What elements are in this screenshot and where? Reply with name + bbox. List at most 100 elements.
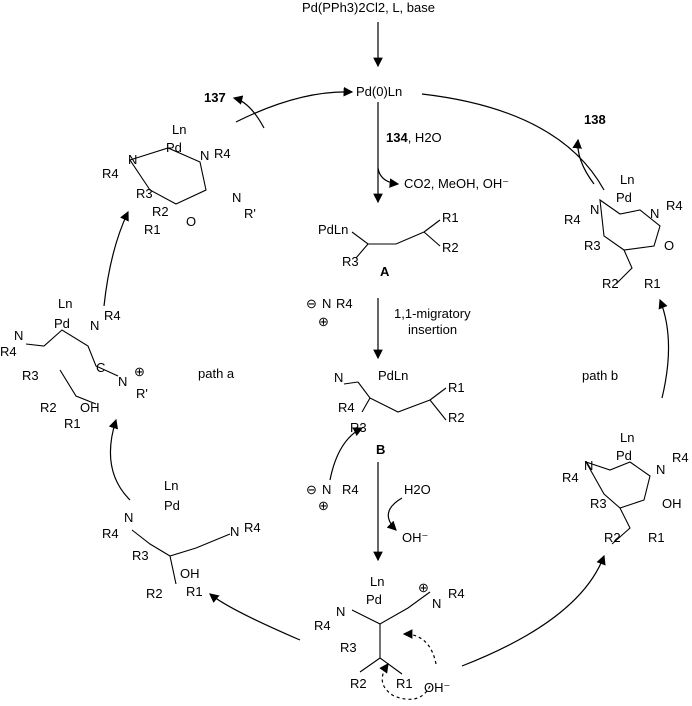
bottom-N2: N <box>432 596 442 611</box>
rl-R2: R2 <box>604 530 621 545</box>
rl-N2: N <box>656 462 666 477</box>
isocyanide-R4: R4 <box>336 296 353 311</box>
product-137: 137 <box>204 90 226 105</box>
B-N: N <box>334 370 344 385</box>
isocyanide-minus: ⊖ <box>306 296 317 311</box>
B-r4: R4 <box>338 400 355 415</box>
lt-N3: N <box>118 374 128 389</box>
compound-134: 134 <box>386 130 408 145</box>
lb-R1: R1 <box>186 584 203 599</box>
arrow-isocyanide-attack <box>329 427 364 481</box>
arrow-138-release <box>572 138 595 185</box>
rt-Ln: Ln <box>620 172 635 187</box>
rt-R2: R2 <box>602 276 619 291</box>
bottom-R4b: R4 <box>448 586 465 601</box>
rl-Ln: Ln <box>620 430 635 445</box>
A-r2: R2 <box>442 240 459 255</box>
B-r2: R2 <box>448 410 465 425</box>
lt-C: C <box>96 360 106 375</box>
A-r3: R3 <box>342 254 359 269</box>
A-pdln: PdLn <box>318 222 349 237</box>
arrow-water-to-oh <box>386 497 403 531</box>
lb-N: N <box>124 510 134 525</box>
arrow-co2-release <box>377 167 400 188</box>
arrow-bottom-to-right <box>461 554 606 667</box>
tl-R3: R3 <box>136 186 153 201</box>
arrow-furan-to-pd0 <box>235 86 354 123</box>
rt-Pd: Pd <box>616 190 632 205</box>
rl-Pd: Pd <box>616 448 632 463</box>
rt-R3: R3 <box>584 238 601 253</box>
tl-Ln: Ln <box>172 122 187 137</box>
B-pdln: PdLn <box>378 368 409 383</box>
lt-plus: ⊕ <box>134 364 145 379</box>
bottom-R3: R3 <box>340 640 357 655</box>
isocyanide-plus: ⊕ <box>318 314 329 329</box>
dashed-oh-attack <box>379 663 431 700</box>
rt-N2: N <box>650 206 660 221</box>
tl-N3: N <box>232 190 242 205</box>
bottom-Ln: Ln <box>370 574 385 589</box>
tl-R4: R4 <box>102 166 119 181</box>
hydroxide-label: OH⁻ <box>402 530 429 545</box>
path-a-label: path a <box>198 366 235 381</box>
lt-R3: R3 <box>22 368 39 383</box>
lt-Pd: Pd <box>54 316 70 331</box>
dashed-oh-attack-2 <box>402 629 437 665</box>
rt-N: N <box>590 202 600 217</box>
path-b-label: path b <box>582 368 619 383</box>
rt-R1: R1 <box>644 276 661 291</box>
arrow-137-release <box>232 95 265 129</box>
catalyst-reagents: Pd(PPh3)2Cl2, L, base <box>302 0 435 15</box>
tl-Rp: R' <box>244 206 256 221</box>
rl-N: N <box>584 458 594 473</box>
isocyanide2-R4: R4 <box>342 482 359 497</box>
rl-R1: R1 <box>648 530 665 545</box>
bottom-R2: R2 <box>350 676 367 691</box>
lb-Pd: Pd <box>164 498 180 513</box>
water-label: H2O <box>404 482 431 497</box>
lt-R4: R4 <box>104 308 121 323</box>
lb-R3: R3 <box>132 548 149 563</box>
arrow-bottom-to-left <box>209 593 301 641</box>
lt-R1: R1 <box>64 416 81 431</box>
rt-O: O <box>664 238 675 253</box>
rl-R3: R3 <box>590 496 607 511</box>
tl-R1: R1 <box>144 222 161 237</box>
insertion-line2: insertion <box>408 322 458 337</box>
water-reagent: , H2O <box>407 130 442 145</box>
lb-R2: R2 <box>146 586 163 601</box>
bottom-Pd: Pd <box>366 592 382 607</box>
A-r1: R1 <box>442 210 459 225</box>
isocyanide2-N: N <box>322 482 332 497</box>
isocyanide-N: N <box>322 296 332 311</box>
lb-OH: OH <box>180 566 200 581</box>
isocyanide2-minus: ⊖ <box>306 482 317 497</box>
bottom-OH: OH⁻ <box>424 680 451 695</box>
byproducts-label: CO2, MeOH, OH⁻ <box>404 176 510 191</box>
lt-Rp: R' <box>136 386 148 401</box>
arrow-path-b-down <box>658 298 670 399</box>
arrow-path-a-up <box>103 210 129 307</box>
tl-R2: R2 <box>152 204 169 219</box>
bottom-R1: R1 <box>396 676 413 691</box>
tl-N2: N <box>200 148 210 163</box>
tl-N: N <box>128 152 138 167</box>
lb-Ln: Ln <box>164 478 179 493</box>
bottom-R4: R4 <box>314 618 331 633</box>
lb-R4: R4 <box>102 526 119 541</box>
lt-OH: OH <box>80 400 100 415</box>
intermediate-B-label: B <box>376 442 386 457</box>
lt-N: N <box>90 318 100 333</box>
rl-OH: OH <box>662 496 682 511</box>
pd0-label: Pd(0)Ln <box>356 84 403 99</box>
lt-N2: N <box>14 328 24 343</box>
B-r3: R3 <box>350 420 367 435</box>
rl-R4: R4 <box>562 470 579 485</box>
tl-R4b: R4 <box>214 146 231 161</box>
arrow-left-up <box>108 418 131 501</box>
rt-R4b: R4 <box>666 198 683 213</box>
isocyanide2-plus: ⊕ <box>318 498 329 513</box>
